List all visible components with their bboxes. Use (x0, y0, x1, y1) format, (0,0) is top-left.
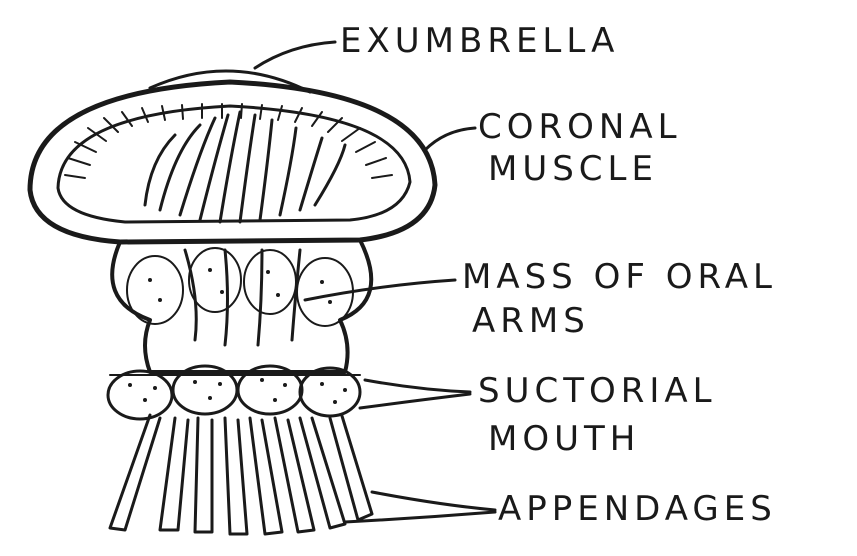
leader-oral-arms (305, 280, 455, 300)
oral-arm-strands (145, 112, 345, 345)
label-oral-line1: MASS OF ORAL (462, 257, 777, 297)
leader-exumbrella (255, 42, 335, 68)
appendages (110, 415, 372, 534)
label-coronal-line1: CORONAL (478, 107, 682, 147)
leader-appendages-1 (372, 492, 495, 510)
label-suctorial-line1: SUCTORIAL (478, 371, 717, 411)
jellyfish-illustration (30, 71, 435, 534)
label-exumbrella: EXUMBRELLA (340, 21, 619, 61)
label-oral-line2: ARMS (472, 301, 590, 341)
leader-suctorial-1 (365, 380, 470, 392)
label-suctorial-line2: MOUTH (488, 419, 640, 459)
oral-arm-lobes (127, 248, 353, 326)
leader-coronal-muscle (425, 128, 475, 150)
labels: EXUMBRELLA CORONAL MUSCLE MASS OF ORAL A… (340, 21, 777, 529)
leader-lines (255, 42, 495, 522)
label-appendages: APPENDAGES (498, 489, 777, 529)
label-coronal-line2: MUSCLE (488, 149, 658, 189)
leader-suctorial-2 (360, 394, 470, 408)
